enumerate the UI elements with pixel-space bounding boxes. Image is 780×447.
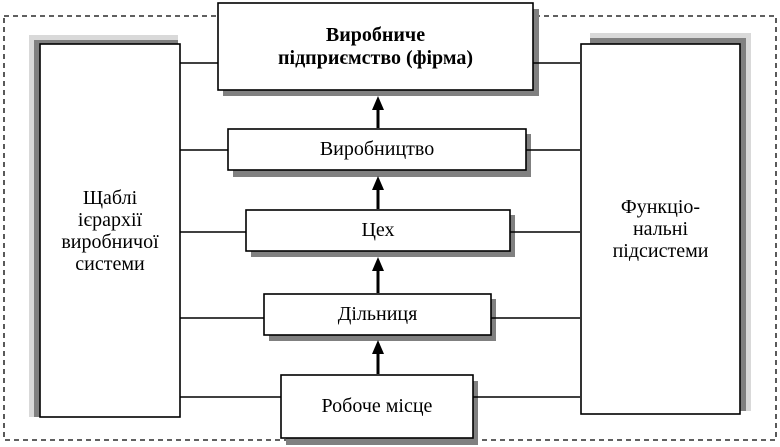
right-box — [580, 43, 741, 415]
level-box-3 — [263, 293, 492, 336]
outer-dashed-frame — [3, 15, 777, 441]
arrow-head-2 — [372, 176, 384, 190]
arrow-head-1 — [372, 96, 384, 110]
level-box-1 — [227, 128, 527, 171]
arrow-head-3 — [372, 257, 384, 271]
level-box-2 — [245, 209, 511, 252]
top-box — [217, 2, 534, 91]
level-box-4 — [280, 374, 474, 439]
left-box — [39, 43, 181, 418]
arrow-head-4 — [372, 340, 384, 354]
